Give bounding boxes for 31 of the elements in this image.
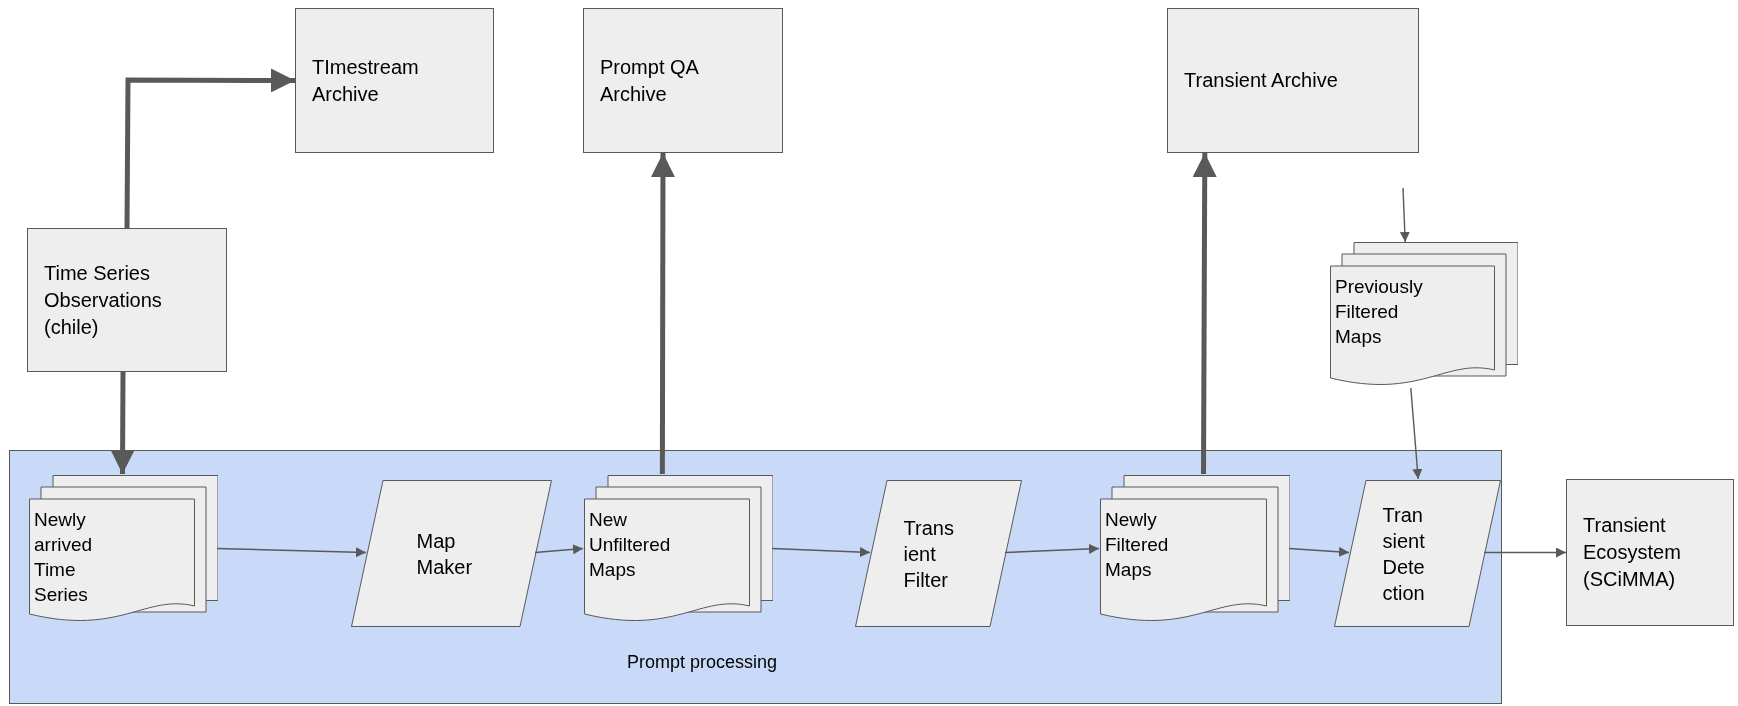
arrow <box>124 68 295 228</box>
node-label: Map Maker <box>416 528 474 580</box>
process-box <box>583 8 783 153</box>
arrow <box>1399 187 1410 243</box>
arrow <box>1483 547 1567 558</box>
arrow <box>1288 546 1350 557</box>
process-box <box>1566 479 1734 626</box>
node-label: Transient Archive <box>1184 68 1338 93</box>
node-label: Previously Filtered Maps <box>1335 275 1424 349</box>
node-label: Transient Ecosystem (SCiMMA) <box>1583 513 1682 592</box>
node-label: Tran sient Dete ction <box>1382 502 1426 606</box>
arrow <box>650 153 675 474</box>
arrow <box>1192 153 1217 474</box>
node-label: Time Series Observations (chile) <box>44 260 163 340</box>
node-label: Prompt QA Archive <box>600 54 700 107</box>
arrow <box>771 547 871 558</box>
arrow <box>1004 543 1100 554</box>
process-box <box>1167 8 1419 153</box>
arrow <box>110 372 135 474</box>
group-band <box>9 450 1502 704</box>
arrow <box>216 547 367 558</box>
node-label: Newly Filtered Maps <box>1105 508 1170 582</box>
arrow <box>1410 387 1423 480</box>
node-label: New Unfiltered Maps <box>589 508 672 582</box>
node-label: Newly arrived Time Series <box>34 508 94 607</box>
process-box <box>27 228 227 372</box>
group-label: Prompt processing <box>627 651 778 674</box>
arrow <box>534 544 584 555</box>
node-label: Trans ient Filter <box>903 515 955 593</box>
node-label: TImestream Archive <box>312 54 420 107</box>
process-box <box>295 8 494 153</box>
